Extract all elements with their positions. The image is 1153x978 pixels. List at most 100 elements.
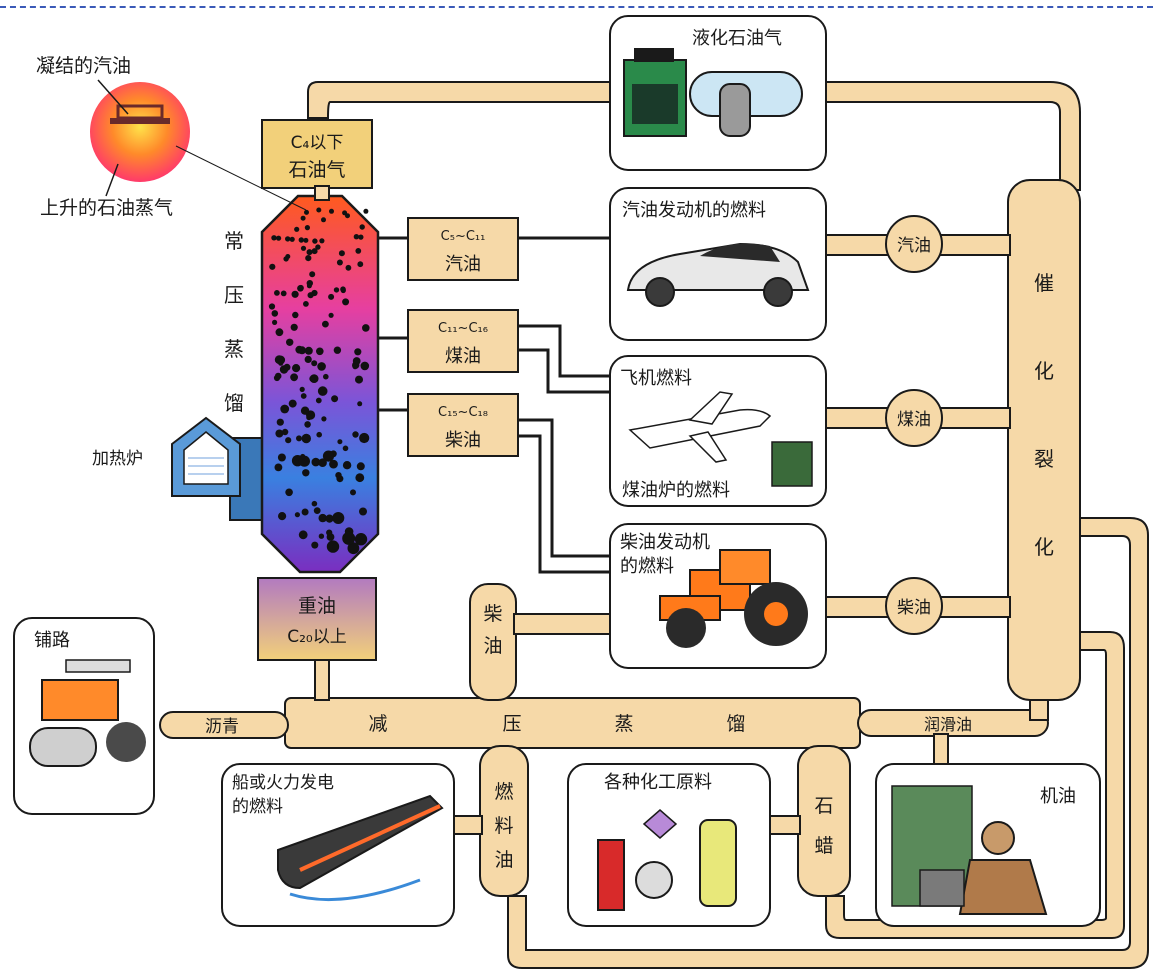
circle-label-kerosene: 煤油 bbox=[897, 410, 931, 430]
fraction-box-diesel bbox=[407, 393, 519, 457]
vapor-bubble bbox=[296, 435, 302, 442]
cracking-1: 催 bbox=[1034, 271, 1054, 295]
fraction-name-0: 汽油 bbox=[445, 254, 481, 275]
asphalt-label: 沥青 bbox=[205, 717, 239, 737]
vapor-bubble bbox=[307, 292, 314, 299]
vapor-bubble bbox=[359, 224, 365, 230]
vapor-bubble bbox=[277, 453, 286, 462]
vapor-bubble bbox=[292, 311, 299, 319]
circle-gasoline bbox=[885, 215, 943, 273]
vapor-bubble bbox=[354, 348, 362, 356]
fraction-name-1: 煤油 bbox=[445, 346, 481, 367]
heavy-oil-box bbox=[257, 577, 377, 661]
vapor-bubble bbox=[304, 346, 313, 355]
vapor-bubble bbox=[305, 255, 312, 262]
product-ship-2: 的燃料 bbox=[232, 797, 283, 817]
distillation-column bbox=[260, 194, 380, 574]
vac-diesel-2: 油 bbox=[483, 635, 502, 657]
vapor-bubble bbox=[292, 364, 301, 373]
cracking-3: 裂 bbox=[1034, 447, 1054, 471]
vapor-bubble bbox=[309, 271, 316, 278]
fuel-oil-1: 燃 bbox=[494, 781, 513, 803]
vapor-bubble bbox=[304, 225, 310, 231]
pipe-loop-inner bbox=[825, 631, 1125, 939]
vapor-bubble bbox=[274, 355, 284, 365]
vapor-bubble bbox=[336, 259, 343, 266]
product-machine: 机油 bbox=[1040, 786, 1076, 807]
vapor-bubble bbox=[304, 355, 312, 363]
vapor-bubble bbox=[274, 463, 283, 472]
column-label-4: 馏 bbox=[224, 391, 244, 415]
vapor-bubble bbox=[294, 226, 300, 232]
vapor-bubble bbox=[347, 542, 360, 555]
fraction-range-1: C₁₁~C₁₆ bbox=[438, 321, 488, 336]
c4-line1: C₄以下 bbox=[291, 133, 344, 153]
vapor-bubble bbox=[300, 406, 310, 415]
product-road: 铺路 bbox=[34, 630, 70, 651]
vapor-bubble bbox=[338, 250, 345, 257]
vapor-bubble bbox=[311, 457, 321, 467]
vapor-bubble bbox=[321, 416, 327, 422]
vapor-bubble bbox=[317, 362, 326, 371]
c4-box bbox=[261, 119, 373, 189]
column-label-1: 常 bbox=[224, 229, 244, 253]
heavy-line2: C₂₀以上 bbox=[287, 627, 347, 647]
c4-line2: 石油气 bbox=[288, 159, 345, 181]
vapor-bubble bbox=[331, 395, 339, 403]
top-border bbox=[0, 6, 1153, 8]
vapor-bubble bbox=[345, 213, 350, 219]
vapor-bubble bbox=[315, 244, 321, 250]
vapor-bubble bbox=[300, 215, 306, 221]
vapor-bubble bbox=[306, 414, 312, 421]
vac-diesel-1: 柴 bbox=[483, 603, 502, 625]
product-plane-bottom: 煤油炉的燃料 bbox=[622, 480, 730, 501]
vapor-bubble bbox=[342, 445, 349, 452]
vapor-bubble bbox=[298, 346, 306, 355]
vapor-bubble bbox=[280, 290, 287, 297]
vapor-bubble bbox=[298, 284, 304, 291]
vapor-bubble bbox=[285, 236, 291, 242]
vapor-bubble bbox=[315, 397, 322, 404]
vapor-bubble bbox=[358, 234, 364, 240]
column-label-2: 压 bbox=[224, 283, 244, 307]
vapor-bubble bbox=[294, 512, 300, 518]
vapor-bubble bbox=[312, 238, 318, 244]
circle-diesel bbox=[885, 577, 943, 635]
road-roller-illustration bbox=[29, 659, 146, 767]
heater bbox=[171, 416, 263, 521]
vapor-bubble bbox=[285, 437, 292, 444]
tractor-illustration bbox=[659, 549, 808, 648]
vapor-bubble bbox=[271, 235, 277, 241]
vapor-bubble bbox=[278, 511, 287, 521]
fraction-name-2: 柴油 bbox=[445, 430, 481, 451]
vapor-bubble bbox=[311, 360, 318, 367]
vapor-bubble bbox=[274, 372, 282, 380]
circle-label-gasoline: 汽油 bbox=[897, 236, 931, 256]
vapor-bubble bbox=[303, 237, 309, 243]
vapor-bubble bbox=[319, 238, 325, 244]
vapor-bubble bbox=[357, 401, 363, 407]
vapor-bubble bbox=[345, 264, 352, 271]
vapor-bubble bbox=[332, 543, 339, 550]
vapor-bubble bbox=[300, 245, 307, 251]
vapor-bubble bbox=[363, 208, 369, 214]
vapor-bubble bbox=[337, 439, 343, 445]
product-chem: 各种化工原料 bbox=[604, 772, 712, 793]
vacuum-3: 蒸 bbox=[614, 713, 633, 735]
vapor-bubble bbox=[322, 450, 335, 462]
heavy-line1: 重油 bbox=[298, 595, 336, 617]
vapor-bubble bbox=[342, 531, 356, 545]
label-furnace: 加热炉 bbox=[92, 449, 143, 469]
vapor-bubble bbox=[318, 458, 327, 468]
fraction-lines bbox=[378, 236, 610, 574]
wax-1: 石 bbox=[814, 795, 833, 817]
vapor-bubble bbox=[318, 513, 327, 523]
vapor-bubble bbox=[291, 290, 299, 298]
vapor-bubble bbox=[313, 507, 321, 514]
vapor-bubble bbox=[302, 469, 310, 477]
vapor-bubble bbox=[342, 298, 350, 306]
vacuum-1: 减 bbox=[368, 713, 387, 735]
product-lpg: 液化石油气 bbox=[692, 28, 782, 49]
vapor-bubble bbox=[333, 287, 340, 293]
